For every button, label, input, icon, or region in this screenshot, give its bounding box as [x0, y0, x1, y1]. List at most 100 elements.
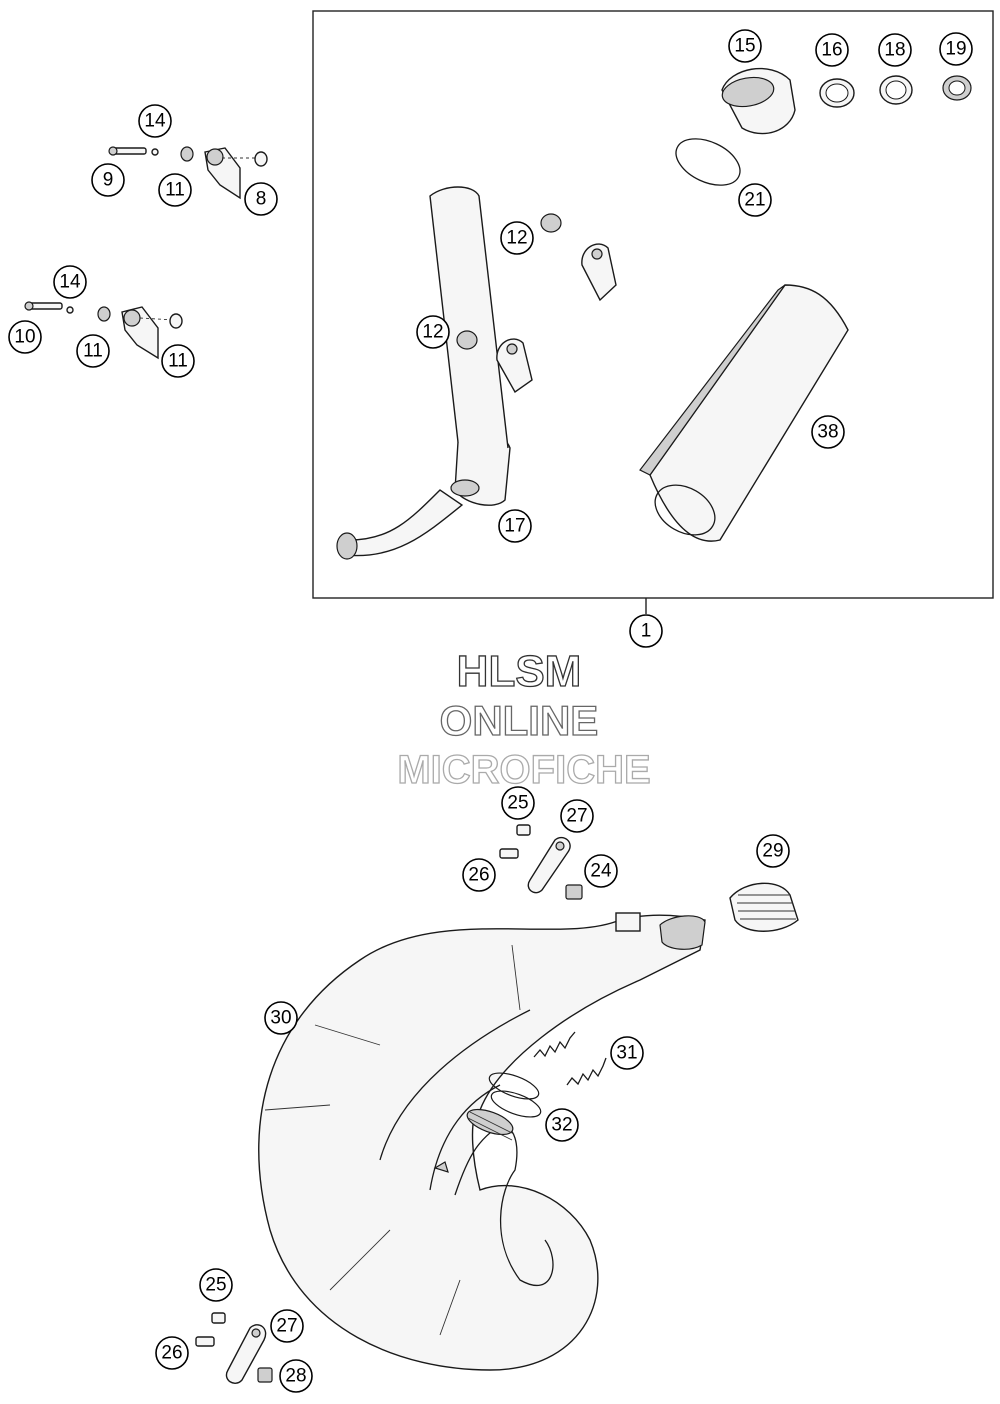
svg-text:30: 30 — [270, 1008, 291, 1029]
washer-8 — [254, 151, 268, 167]
grommet-11-lower — [97, 306, 111, 322]
silencer-body-17 — [336, 186, 617, 560]
svg-text:27: 27 — [566, 806, 587, 827]
callout-21: 21 — [738, 183, 772, 217]
end-cap-opening — [721, 76, 775, 108]
exhaust-pipe-inner-contour — [379, 1009, 531, 1191]
svg-text:12: 12 — [506, 228, 527, 249]
gasket-32-b — [490, 1090, 542, 1118]
callout-26-upper: 26 — [462, 858, 496, 892]
ring-16-inner — [825, 83, 849, 103]
callout-9: 9 — [91, 163, 125, 197]
callout-24: 24 — [584, 854, 618, 888]
silencer-assembly-frame — [312, 10, 994, 599]
inlet-joint — [450, 479, 480, 497]
silencer-end-cap — [721, 67, 796, 135]
pipe-seam-3 — [511, 944, 521, 1011]
screw-25-lower — [211, 1312, 226, 1324]
heat-shield-edge — [639, 284, 786, 476]
pipe-bracket — [615, 912, 641, 932]
bracket-27-upper — [527, 836, 571, 894]
svg-text:15: 15 — [734, 36, 755, 57]
callout-16: 16 — [815, 33, 849, 67]
bolt-10-head — [24, 301, 34, 311]
silencer-canister — [429, 186, 509, 449]
gasket-32-a — [488, 1072, 540, 1100]
svg-text:31: 31 — [616, 1043, 637, 1064]
callout-12-lower: 12 — [416, 315, 450, 349]
callout-26-lower: 26 — [155, 1336, 189, 1370]
mount-group-lower — [24, 301, 183, 360]
mount-tab-lower-hole — [506, 343, 518, 355]
svg-text:25: 25 — [205, 1275, 226, 1296]
svg-text:9: 9 — [103, 170, 114, 191]
svg-text:29: 29 — [762, 841, 783, 862]
sleeve-29-body — [729, 882, 799, 932]
svg-text:8: 8 — [256, 189, 267, 210]
callout-27-upper: 27 — [560, 799, 594, 833]
silencer-inlet-pipe — [344, 489, 464, 557]
callout-10: 10 — [8, 320, 42, 354]
screw-25-upper — [516, 824, 531, 836]
pipe-outlet — [659, 915, 706, 950]
svg-text:28: 28 — [285, 1366, 306, 1387]
pipe-seam-1 — [314, 1024, 381, 1046]
callout-12-upper: 12 — [500, 221, 534, 255]
washer-14-upper — [151, 148, 159, 156]
svg-text:12: 12 — [422, 322, 443, 343]
callout-25-upper: 25 — [501, 786, 535, 820]
svg-text:17: 17 — [504, 516, 525, 537]
callout-17: 17 — [498, 509, 532, 543]
spring-31-lower — [566, 1057, 607, 1086]
callout-27-lower: 27 — [270, 1309, 304, 1343]
svg-text:14: 14 — [144, 111, 166, 132]
pipe-seam-5 — [439, 1279, 461, 1336]
callout-32: 32 — [545, 1108, 579, 1142]
bracket-upper-bushing — [206, 148, 224, 166]
mount-tab-upper-hole — [591, 248, 603, 260]
svg-text:26: 26 — [161, 1343, 182, 1364]
svg-text:21: 21 — [744, 190, 765, 211]
callout-1: 1 — [629, 614, 663, 648]
clip-28 — [257, 1367, 273, 1383]
gasket-21 — [675, 138, 741, 186]
svg-text:24: 24 — [590, 861, 612, 882]
callout-29: 29 — [756, 834, 790, 868]
bracket-lower-bushing — [123, 309, 141, 327]
ring-18-inner — [885, 80, 907, 100]
inlet-pipe-end — [336, 532, 358, 560]
nut-24 — [565, 884, 583, 900]
exhaust-pipe-30 — [258, 912, 706, 1371]
grommet-11-end — [169, 313, 183, 329]
callout-19: 19 — [939, 32, 973, 66]
watermark-line2: ONLINE — [440, 697, 599, 744]
spring-31-upper — [533, 1031, 576, 1058]
grommet-11-upper — [180, 146, 194, 162]
callout-28: 28 — [279, 1359, 313, 1393]
svg-text:1: 1 — [641, 621, 652, 642]
callout-8: 8 — [244, 182, 278, 216]
svg-text:18: 18 — [884, 40, 905, 61]
bracket-27-lower-hole — [251, 1328, 261, 1338]
callout-31: 31 — [610, 1036, 644, 1070]
heat-shield-end — [654, 484, 716, 536]
grommet-12-upper — [540, 213, 562, 233]
watermark-line1: HLSM — [457, 647, 582, 696]
callout-15: 15 — [728, 29, 762, 63]
svg-text:16: 16 — [821, 40, 842, 61]
screw-26-upper — [499, 848, 519, 859]
pipe-seam-2 — [264, 1104, 331, 1111]
svg-text:26: 26 — [468, 865, 489, 886]
mount-group-upper — [108, 146, 268, 200]
svg-text:11: 11 — [168, 351, 188, 372]
grommet-12-lower — [456, 330, 478, 350]
svg-text:11: 11 — [165, 180, 185, 201]
heat-shield-38 — [639, 284, 849, 542]
pipe-seam-4 — [329, 1229, 391, 1291]
sleeve-29-ribs — [737, 894, 796, 920]
mount-tab-lower — [496, 338, 533, 394]
callout-18: 18 — [878, 33, 912, 67]
exhaust-header-curve — [454, 1124, 554, 1287]
bracket-27-lower — [225, 1324, 267, 1384]
mount-tab-upper — [581, 243, 617, 302]
